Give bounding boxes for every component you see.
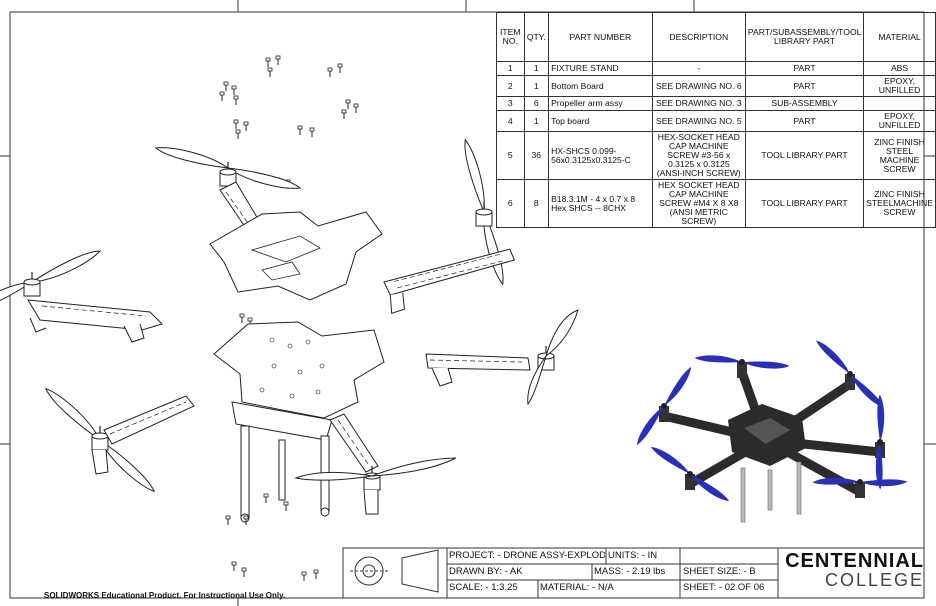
bom-item: 4 bbox=[496, 110, 525, 132]
bom-material: EPOXY, UNFILLED bbox=[863, 110, 936, 132]
bom-qty: 1 bbox=[523, 75, 550, 97]
bom-description: - bbox=[651, 61, 746, 76]
bom-qty: 36 bbox=[523, 131, 550, 180]
bill-of-materials: ITEM NO. QTY. PART NUMBER DESCRIPTION PA… bbox=[496, 12, 936, 228]
bom-item: 6 bbox=[496, 179, 525, 228]
bom-item: 5 bbox=[496, 131, 525, 180]
bom-part-type: TOOL LIBRARY PART bbox=[744, 131, 865, 180]
bom-col-qty: QTY. bbox=[523, 12, 550, 62]
bom-col-item: ITEM NO. bbox=[496, 12, 525, 62]
bom-part-type: PART bbox=[744, 110, 865, 132]
isometric-render bbox=[636, 339, 908, 523]
bom-description: HEX-SOCKET HEAD CAP MACHINE SCREW #3-56 … bbox=[651, 131, 746, 180]
sheet-number-field: SHEET: - 02 OF 06 bbox=[683, 582, 765, 593]
bom-col-description: DESCRIPTION bbox=[651, 12, 746, 62]
bom-part-type: PART bbox=[744, 61, 865, 76]
bom-part-number: FIXTURE STAND bbox=[548, 61, 653, 76]
bom-part-type: PART bbox=[744, 75, 865, 97]
educational-watermark: SOLIDWORKS Educational Product. For Inst… bbox=[44, 591, 286, 600]
table-row: 2 1 Bottom Board SEE DRAWING NO. 6 PART … bbox=[496, 75, 936, 97]
bom-description: SEE DRAWING NO. 6 bbox=[651, 75, 746, 97]
drawn-by-field: DRAWN BY: - AK bbox=[449, 566, 523, 577]
bom-material: ZINC FINISH STEEL MACHINE SCREW bbox=[863, 131, 936, 180]
college-logo-line1: CENTENNIAL bbox=[785, 550, 924, 572]
bom-part-number: Propeller arm assy bbox=[548, 96, 653, 111]
mass-field: MASS: - 2.19 lbs bbox=[594, 566, 666, 577]
bom-part-number: B18.3.1M - 4 x 0.7 x 8 Hex SHCS -- 8CHX bbox=[548, 179, 653, 228]
bom-qty: 8 bbox=[523, 179, 550, 228]
bom-qty: 6 bbox=[523, 96, 550, 111]
bom-item: 3 bbox=[496, 96, 525, 111]
scale-field: SCALE: - 1:3.25 bbox=[449, 582, 518, 593]
table-row: 6 8 B18.3.1M - 4 x 0.7 x 8 Hex SHCS -- 8… bbox=[496, 179, 936, 228]
bom-material: ABS bbox=[863, 61, 936, 76]
sheet-size-field: SHEET SIZE: - B bbox=[683, 566, 756, 577]
table-row: 5 36 HX-SHCS 0.099-56x0.3125x0.3125-C HE… bbox=[496, 131, 936, 180]
bom-col-part-type: PART/SUBASSEMBLY/TOOL LIBRARY PART bbox=[744, 12, 865, 62]
third-angle-projection-icon bbox=[350, 549, 439, 593]
title-block-frame bbox=[342, 547, 925, 599]
bom-part-number: Top board bbox=[548, 110, 653, 132]
bom-material: EPOXY, UNFILLED bbox=[863, 75, 936, 97]
bom-col-material: MATERIAL bbox=[863, 12, 936, 62]
college-logo-line2: COLLEGE bbox=[824, 570, 924, 590]
bom-material bbox=[863, 96, 936, 111]
bom-part-type: TOOL LIBRARY PART bbox=[744, 179, 865, 228]
bom-part-number: Bottom Board bbox=[548, 75, 653, 97]
bom-description: SEE DRAWING NO. 5 bbox=[651, 110, 746, 132]
table-row: 1 1 FIXTURE STAND - PART ABS bbox=[496, 61, 936, 76]
units-field: UNITS: - IN bbox=[608, 550, 658, 561]
bom-qty: 1 bbox=[523, 110, 550, 132]
bom-col-part-number: PART NUMBER bbox=[548, 12, 653, 62]
bom-item: 1 bbox=[496, 61, 525, 76]
material-field: MATERIAL: - N/A bbox=[540, 582, 614, 593]
table-row: 4 1 Top board SEE DRAWING NO. 5 PART EPO… bbox=[496, 110, 936, 132]
bom-header-row: ITEM NO. QTY. PART NUMBER DESCRIPTION PA… bbox=[496, 12, 936, 62]
bom-part-type: SUB-ASSEMBLY bbox=[744, 96, 865, 111]
project-field: PROJECT: - DRONE ASSY-EXPLODED bbox=[449, 550, 605, 561]
bom-part-number: HX-SHCS 0.099-56x0.3125x0.3125-C bbox=[548, 131, 653, 180]
exploded-view bbox=[0, 55, 579, 582]
bom-description: HEX SOCKET HEAD CAP MACHINE SCREW #M4 X … bbox=[651, 179, 746, 228]
bom-material: ZINC FINISH STEELMACHINE SCREW bbox=[863, 179, 936, 228]
bom-description: SEE DRAWING NO. 3 bbox=[651, 96, 746, 111]
table-row: 3 6 Propeller arm assy SEE DRAWING NO. 3… bbox=[496, 96, 936, 111]
bom-item: 2 bbox=[496, 75, 525, 97]
bom-qty: 1 bbox=[523, 61, 550, 76]
